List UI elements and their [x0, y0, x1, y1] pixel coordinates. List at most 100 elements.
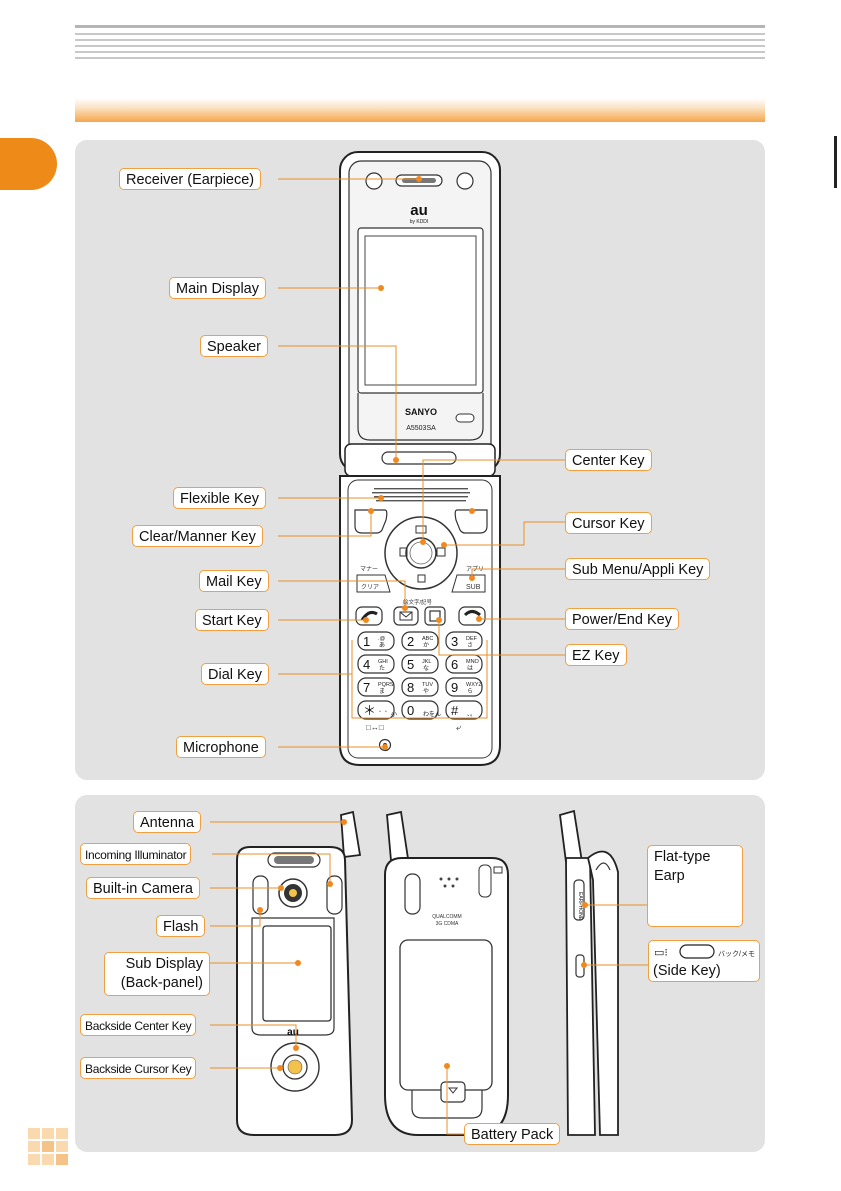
label-antenna: Antenna [133, 811, 202, 833]
dial-key-kana: な [423, 665, 429, 672]
qualcomm-label: QUALCOMM [432, 914, 461, 920]
dial-key-kana: や [423, 687, 429, 695]
side-key-icon: ▭⁝ バック/メモ [654, 944, 755, 959]
dial-key-10[interactable]: 0 わをん [401, 700, 441, 720]
dial-key-number: 1 [363, 634, 370, 649]
label-microphone: Microphone [176, 736, 266, 758]
cdma-label: 3G CDMA [436, 921, 459, 927]
label-sub-display-line2: (Back-panel) [120, 975, 203, 991]
svg-text:au: au [287, 1027, 299, 1038]
clear-key-text: クリア [361, 584, 379, 591]
dial-key-letters: JKL [422, 659, 431, 665]
dial-key-number: 0 [407, 703, 414, 718]
dial-key-letters: DEF [466, 636, 478, 642]
back-leader-dots [257, 819, 347, 1071]
dial-key-kana: わをん [423, 711, 441, 718]
label-start-key: Start Key [195, 609, 269, 631]
label-power-end-key: Power/End Key [565, 608, 679, 630]
dial-key-11[interactable]: # 、。 [445, 700, 483, 720]
label-backside-center-key: Backside Center Key [80, 1014, 197, 1036]
label-incoming-illuminator: Incoming Illuminator [80, 843, 192, 865]
dial-key-number: ＊ [363, 703, 376, 718]
dial-key-letters: ABC [422, 636, 433, 642]
dial-key-kana: は [467, 665, 473, 672]
model-name: A5503SA [406, 425, 436, 432]
label-receiver: Receiver (Earpiece) [119, 168, 262, 190]
dial-key-number: 6 [451, 657, 458, 672]
label-flexible-key: Flexible Key [173, 487, 266, 509]
page-number-squares [28, 1128, 68, 1165]
dial-key-number: 4 [363, 657, 370, 672]
dial-key-letters: .@ [378, 636, 386, 642]
dial-key-letters: MNO [466, 659, 480, 665]
front-leader-dots [363, 176, 482, 750]
label-main-display: Main Display [169, 277, 266, 299]
dial-key-number: 3 [451, 634, 458, 649]
label-flat-earp: Flat-type Earp [647, 845, 743, 927]
dial-key-number: 2 [407, 634, 414, 649]
dial-key-number: 9 [451, 680, 458, 695]
dial-key-kana: 、。 [467, 712, 476, 718]
dial-key-letters: WXYZ [466, 682, 483, 688]
maker-logo: SANYO [405, 407, 437, 417]
dial-key-kana: た [379, 665, 385, 672]
dial-key-9[interactable]: ＊゛゜小 [357, 700, 397, 720]
brand-sub: by KDDI [410, 219, 429, 225]
label-side-key: ▭⁝ バック/メモ (Side Key) [648, 940, 760, 982]
label-clear-manner-key: Clear/Manner Key [132, 525, 263, 547]
manner-key-text: マナー [360, 566, 378, 573]
svg-text:▭⁝: ▭⁝ [654, 947, 668, 959]
label-center-key: Center Key [565, 449, 652, 471]
back-leader-lines [210, 821, 344, 1069]
dial-key-letters: GHI [378, 659, 388, 665]
label-mail-key: Mail Key [199, 570, 269, 592]
dial-key-kana: ら [467, 688, 473, 695]
dial-key-letters: TUV [422, 682, 433, 688]
dial-key-letters: PQRS [378, 682, 394, 688]
label-dial-key: Dial Key [201, 663, 269, 685]
svg-text:⤶: ⤶ [456, 722, 462, 732]
label-sub-menu-key: Sub Menu/Appli Key [565, 558, 711, 580]
chapter-tab [0, 138, 57, 190]
label-sub-display-line1: Sub Display [125, 956, 203, 972]
front-leader-lines [278, 178, 565, 748]
dial-key-kana: あ [379, 642, 385, 649]
side-view-illustration: EARPHONE [559, 809, 619, 1136]
label-flat-earp-line1: Flat-type [654, 849, 711, 865]
label-sub-display: Sub Display (Back-panel) [104, 952, 210, 996]
label-flat-earp-line2: Earp [654, 868, 685, 884]
dial-key-number: 7 [363, 680, 370, 695]
rear-battery-illustration: QUALCOMM 3G CDMA [384, 810, 509, 1136]
label-speaker: Speaker [200, 335, 269, 357]
brand-logo: au [410, 202, 428, 219]
dial-key-kana: ゛゜小 [379, 710, 397, 718]
side-key-jp: バック/メモ [718, 950, 755, 958]
page-edge-marker [834, 136, 837, 188]
dial-key-number: # [451, 703, 459, 718]
back-phone-illustration: au [236, 810, 362, 1136]
side-key-name: (Side Key) [653, 963, 721, 979]
svg-text:□↔□: □↔□ [366, 723, 384, 732]
label-built-in-camera: Built-in Camera [86, 877, 200, 899]
sub-key-text: SUB [466, 584, 481, 591]
mail-key-text: 絵文字/記号 [403, 598, 433, 606]
section-header-bar [75, 98, 765, 122]
dial-key-kana: ま [379, 688, 385, 695]
dial-key-kana: さ [467, 642, 473, 649]
dial-key-kana: か [423, 642, 429, 649]
label-flash: Flash [156, 915, 206, 937]
dial-key-number: 5 [407, 657, 414, 672]
dial-key-0[interactable]: 1 .@あ [357, 631, 395, 651]
label-cursor-key: Cursor Key [565, 512, 652, 534]
label-battery-pack: Battery Pack [464, 1123, 561, 1145]
open-phone-illustration: au by KDDI SANYO A5503SA マナー [339, 151, 501, 766]
